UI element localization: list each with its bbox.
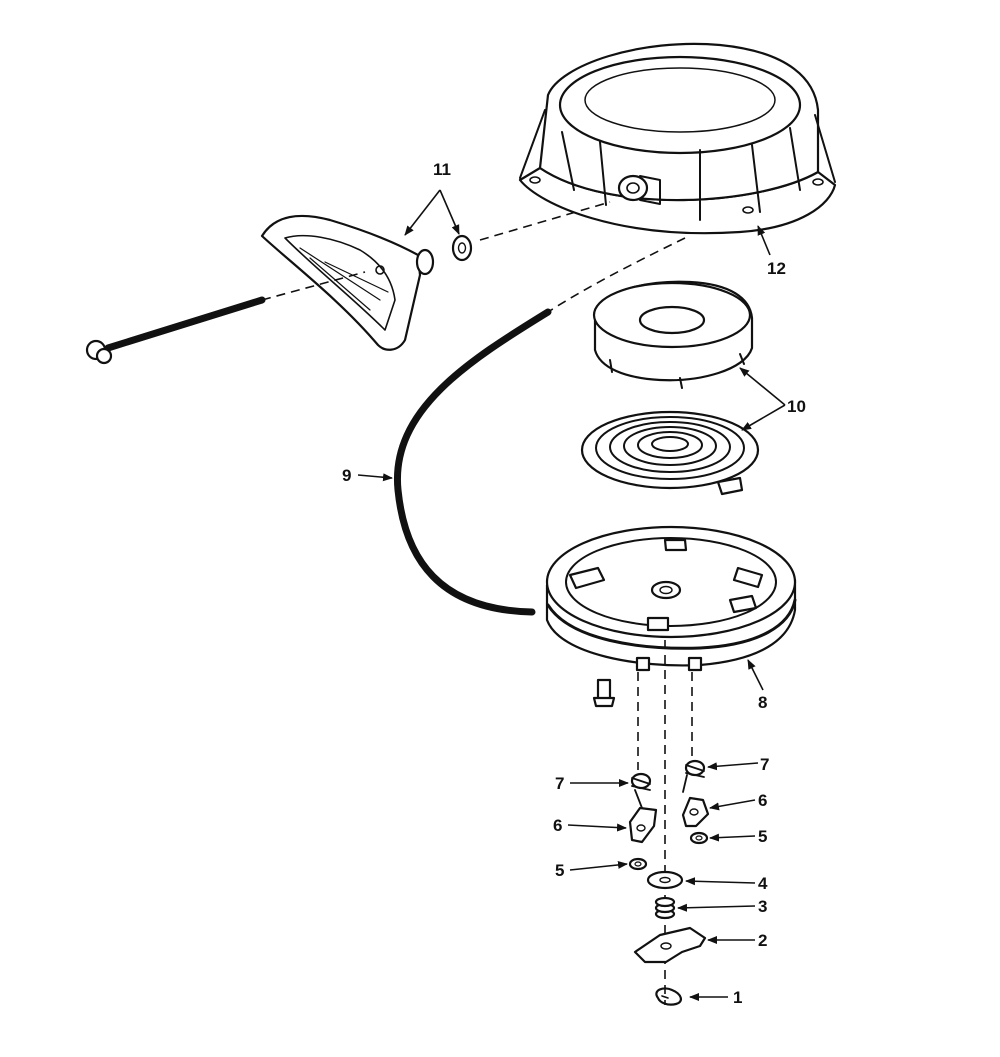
callout-6-right: 6 (758, 791, 767, 810)
pawl-spring-left (630, 772, 652, 809)
starter-housing (518, 42, 837, 235)
callout-5-left: 5 (555, 861, 564, 880)
callout-7-right: 7 (760, 755, 769, 774)
callout-1: 1 (733, 988, 742, 1007)
callout-8: 8 (758, 693, 767, 712)
pulley-screw (592, 678, 616, 708)
washer (646, 870, 684, 890)
rope-pulley (545, 525, 797, 672)
callout-12: 12 (767, 259, 786, 278)
retainer-left (628, 857, 648, 871)
callout-5-right: 5 (758, 827, 767, 846)
callout-7-left: 7 (555, 774, 564, 793)
brake-spring (654, 896, 676, 920)
pawl-plate (633, 926, 707, 964)
retainer-right (689, 831, 709, 845)
callout-4: 4 (758, 874, 768, 893)
pawl-spring-right (682, 759, 706, 793)
starter-rope (393, 308, 552, 616)
pawl-left (628, 806, 658, 844)
pawl-right (681, 796, 710, 828)
callout-11: 11 (433, 160, 451, 179)
handle-washer (451, 234, 473, 262)
rewind-spring (580, 410, 760, 496)
rope-end (85, 296, 266, 365)
callout-2: 2 (758, 931, 767, 950)
starter-handle (260, 214, 435, 351)
e-clip (655, 987, 682, 1006)
callout-6-left: 6 (553, 816, 562, 835)
callout-10: 10 (787, 397, 806, 416)
callout-9: 9 (342, 466, 351, 485)
callout-3: 3 (758, 897, 767, 916)
spring-retainer (592, 280, 754, 389)
